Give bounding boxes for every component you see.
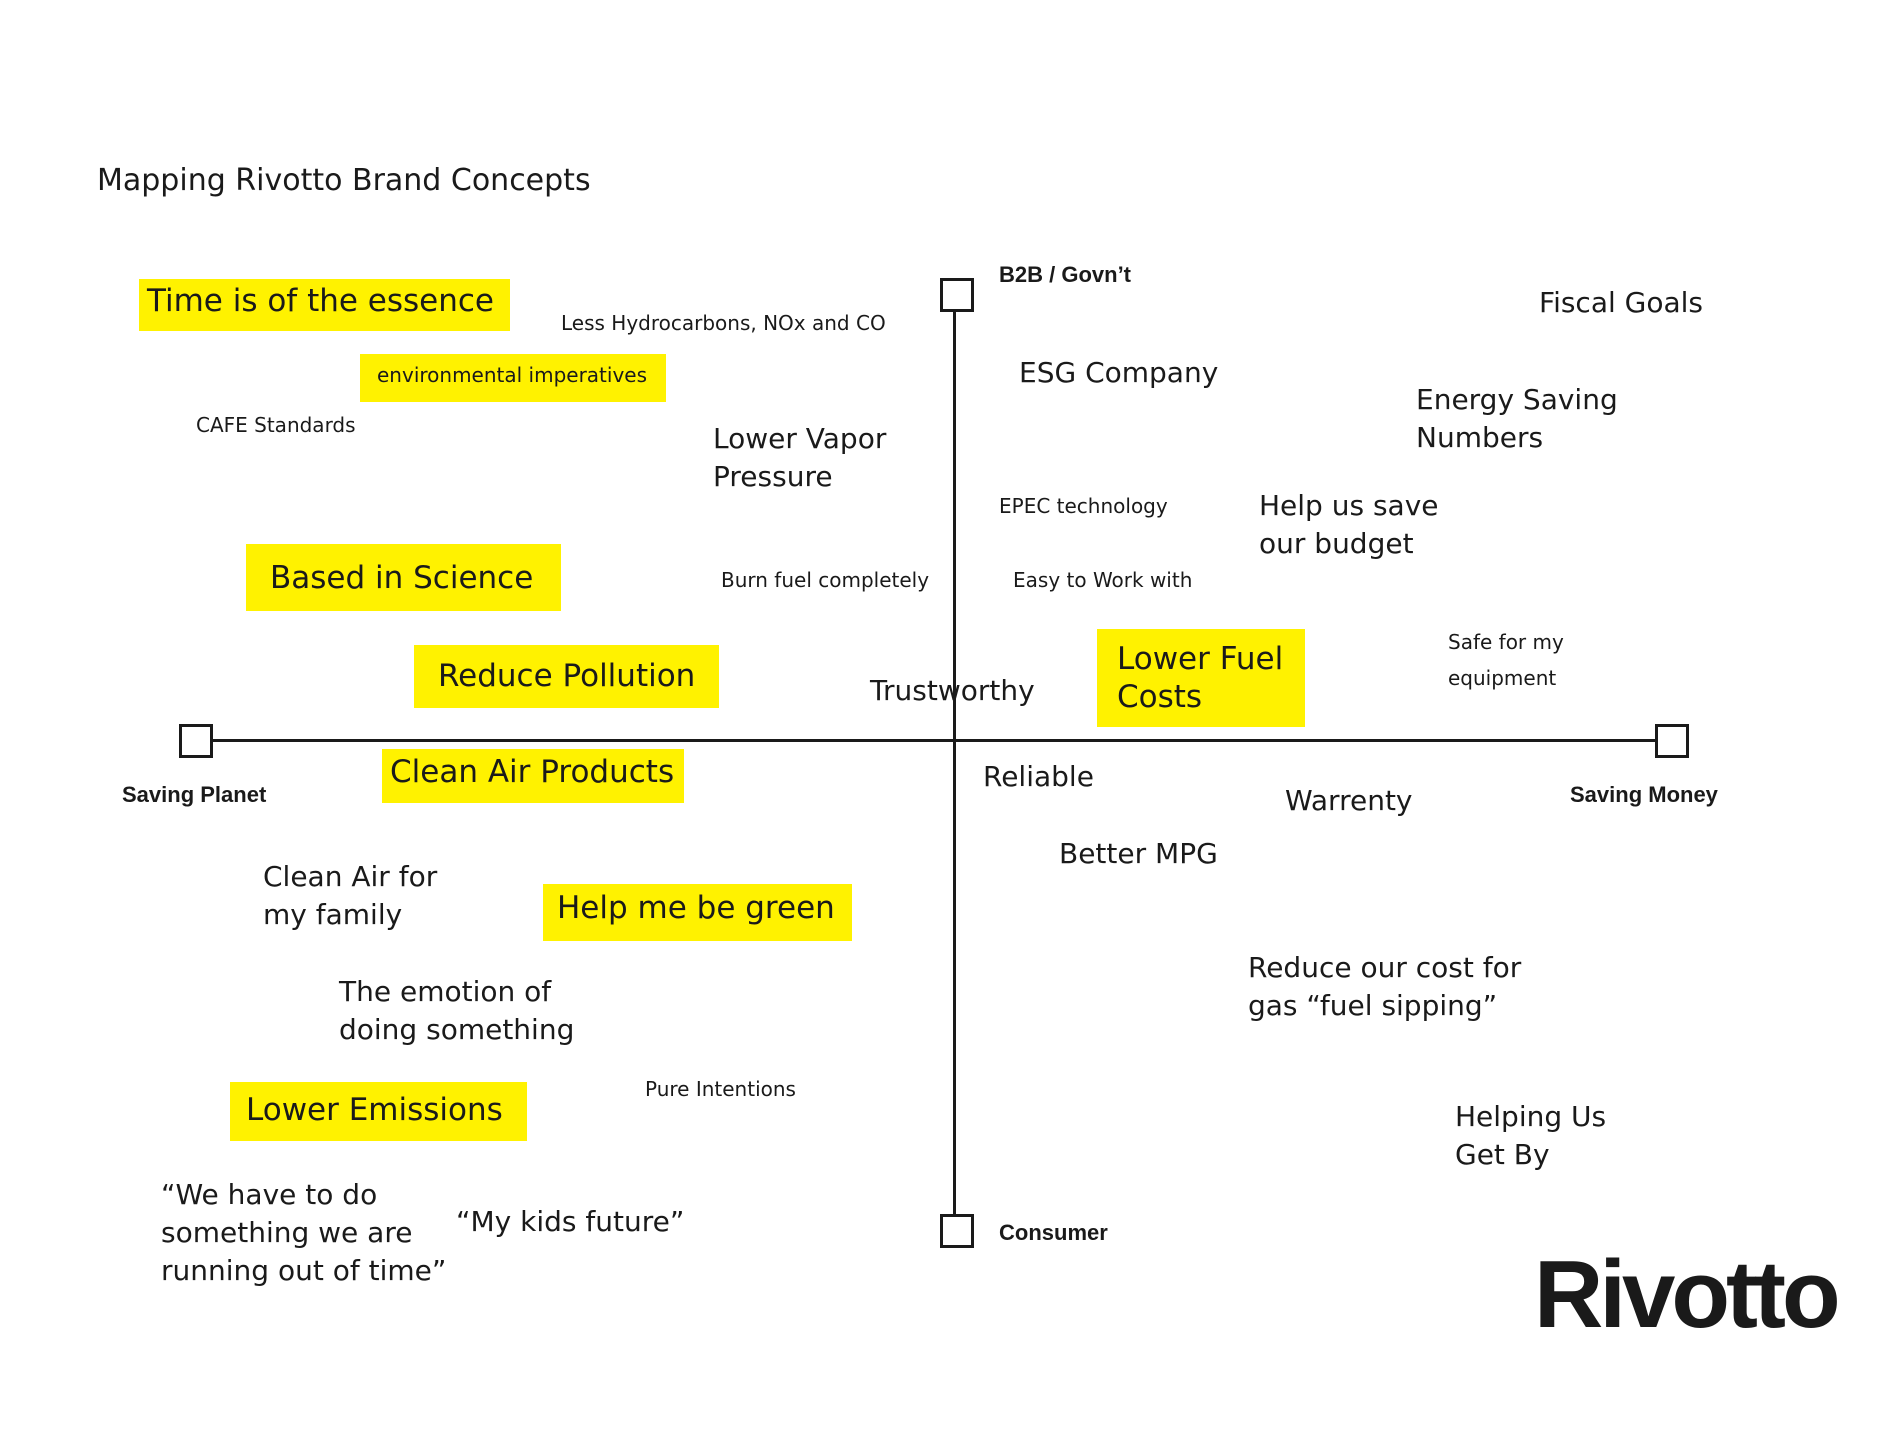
concept-help-us-save-our-budget: Help us save our budget: [1259, 489, 1439, 560]
concept-burn-fuel-completely: Burn fuel completely: [721, 568, 930, 592]
concept-fiscal-goals: Fiscal Goals: [1539, 286, 1704, 319]
concept-we-have-to-do-something: “We have to do something we are running …: [161, 1178, 447, 1287]
axis-top-endpoint: [940, 278, 974, 312]
concept-helping-us-get-by: Helping Us Get By: [1455, 1100, 1607, 1171]
concept-pure-intentions: Pure Intentions: [645, 1077, 796, 1101]
concept-clean-air-for-my-family: Clean Air for my family: [263, 860, 438, 931]
concept-time-is-of-the-essence: Time is of the essence: [139, 279, 511, 331]
concept-trustworthy: Trustworthy: [870, 674, 1035, 707]
concept-cafe-standards: CAFE Standards: [196, 413, 356, 437]
concept-lower-fuel-costs: Lower Fuel Costs: [1097, 629, 1306, 727]
axis-label-top: B2B / Govn’t: [999, 262, 1132, 287]
axis-label-left: Saving Planet: [122, 782, 267, 807]
concept-better-mpg: Better MPG: [1059, 837, 1218, 870]
concept-esg-company: ESG Company: [1019, 356, 1219, 389]
concept-environmental-imperatives: environmental imperatives: [360, 354, 667, 402]
concept-safe-for-my-equipment: Safe for my equipment: [1448, 630, 1564, 690]
concept-lower-emissions: Lower Emissions: [230, 1082, 527, 1141]
rivotto-logo: Rivotto: [1534, 1241, 1841, 1348]
concept-warrenty: Warrenty: [1285, 784, 1413, 817]
concept-reduce-pollution: Reduce Pollution: [414, 645, 720, 708]
concept-reliable: Reliable: [983, 760, 1094, 793]
concept-epec-technology: EPEC technology: [999, 494, 1168, 518]
vertical-axis: [953, 309, 956, 1216]
concept-clean-air-products: Clean Air Products: [382, 749, 685, 803]
axis-bottom-endpoint: [940, 1214, 974, 1248]
concept-easy-to-work-with: Easy to Work with: [1013, 568, 1193, 592]
concept-lower-vapor-pressure: Lower Vapor Pressure: [713, 422, 887, 493]
axis-left-endpoint: [179, 724, 213, 758]
axis-label-right: Saving Money: [1570, 782, 1718, 807]
horizontal-axis: [196, 739, 1673, 742]
concept-the-emotion-of-doing-something: The emotion of doing something: [339, 975, 575, 1046]
axis-right-endpoint: [1655, 724, 1689, 758]
concept-energy-saving-numbers: Energy Saving Numbers: [1416, 383, 1618, 454]
concept-based-in-science: Based in Science: [246, 544, 562, 611]
concept-less-hydrocarbons: Less Hydrocarbons, NOx and CO: [561, 311, 886, 335]
concept-my-kids-future: “My kids future”: [456, 1205, 685, 1238]
concept-reduce-our-cost-for-gas: Reduce our cost for gas “fuel sipping”: [1248, 951, 1522, 1022]
axis-label-bottom: Consumer: [999, 1220, 1108, 1245]
concept-help-me-be-green: Help me be green: [543, 884, 852, 941]
page-title: Mapping Rivotto Brand Concepts: [97, 163, 591, 198]
